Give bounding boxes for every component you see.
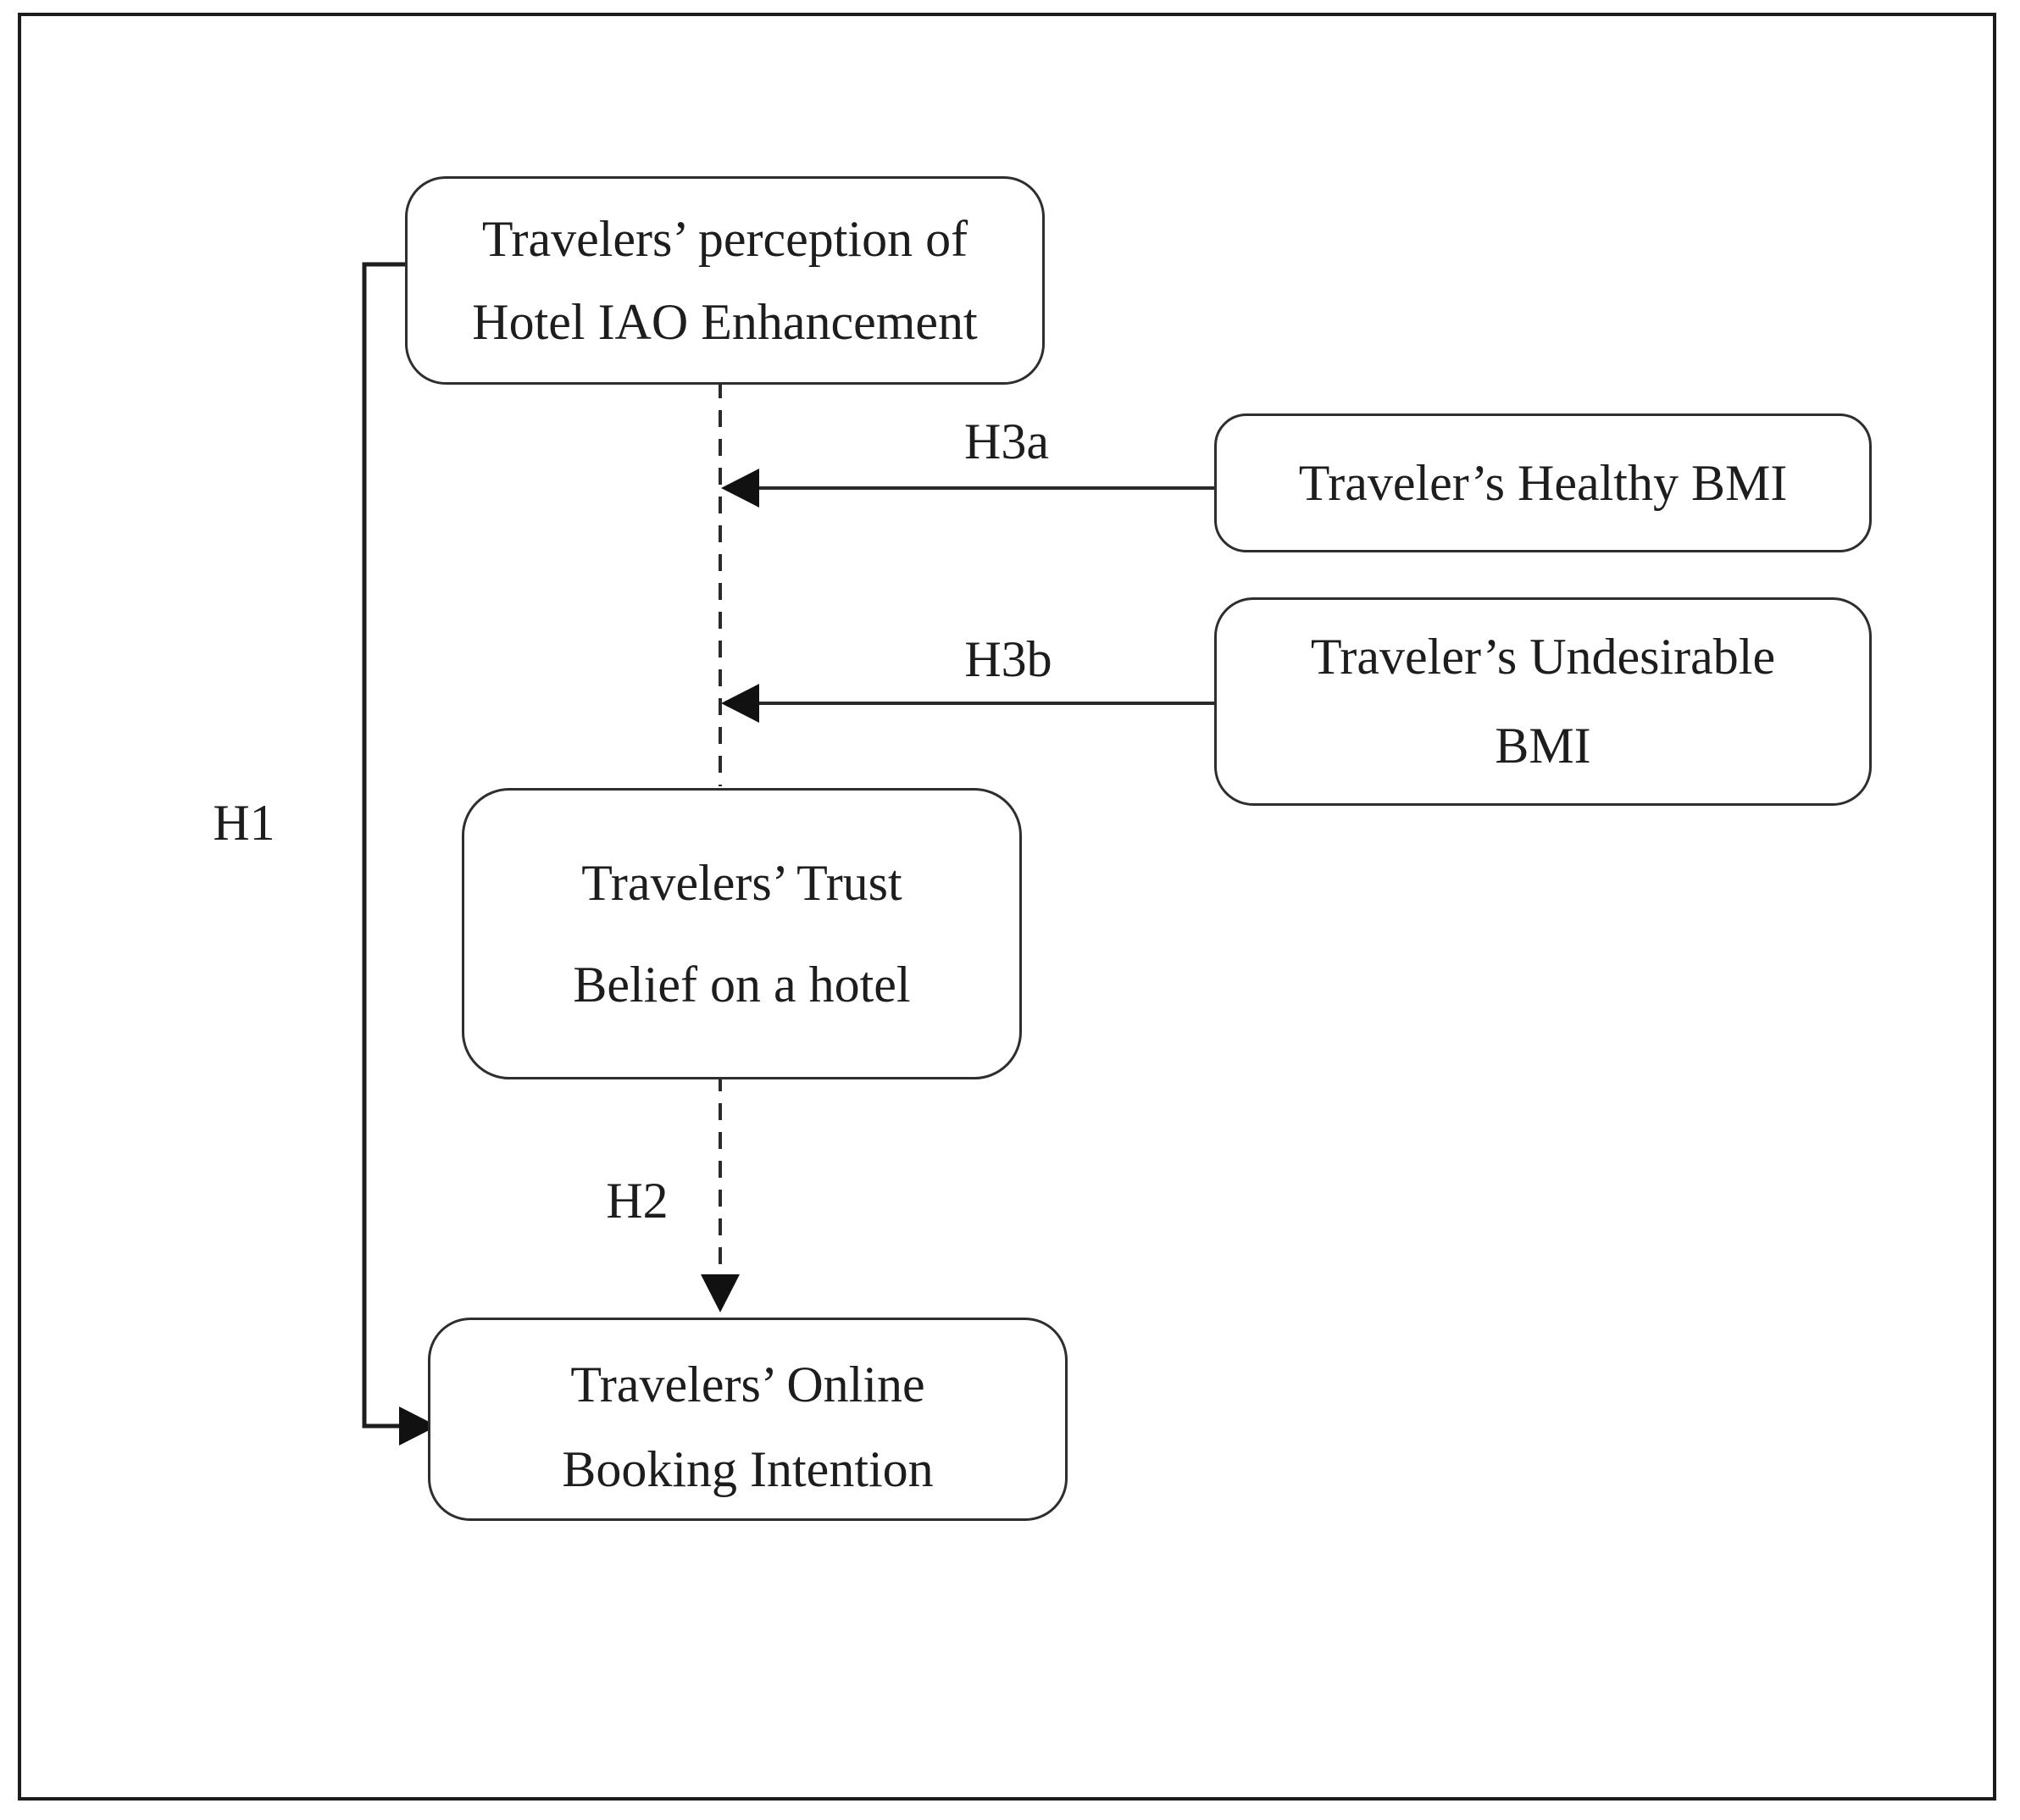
node-label-line: Travelers’ perception of [481,211,968,267]
h3a-arrowhead-icon [721,469,759,508]
edge-label-h3b: H3b [964,631,1052,687]
node-label-line: BMI [1495,718,1591,774]
node-label-line: Hotel IAO Enhancement [472,294,978,350]
h1-connector-path [362,262,405,1429]
figure-border [18,13,1996,1801]
h2-arrowhead-icon [701,1274,740,1312]
node-label-line: Traveler’s Healthy BMI [1298,455,1788,511]
node-travelers-online-booking-intention: Travelers’ Online Booking Intention [428,1318,1068,1521]
h1-arrowhead-icon [399,1407,437,1445]
node-travelers-perception-hotel-iao: Travelers’ perception of Hotel IAO Enhan… [405,176,1045,385]
node-label-line: Belief on a hotel [573,957,911,1013]
edge-label-h3a: H3a [964,413,1049,469]
node-label-line: Travelers’ Trust [581,855,902,911]
node-traveler-healthy-bmi: Traveler’s Healthy BMI [1214,413,1872,552]
edge-label-h1: H1 [213,795,275,851]
node-label-line: Travelers’ Online [570,1357,925,1412]
node-label-line: Traveler’s Undesirable [1310,629,1776,685]
node-label-line: Booking Intention [562,1441,934,1497]
h3b-arrowhead-icon [721,684,759,723]
node-traveler-undesirable-bmi: Traveler’s Undesirable BMI [1214,597,1872,806]
node-travelers-trust-belief: Travelers’ Trust Belief on a hotel [462,788,1022,1079]
edge-label-h2: H2 [606,1173,669,1229]
